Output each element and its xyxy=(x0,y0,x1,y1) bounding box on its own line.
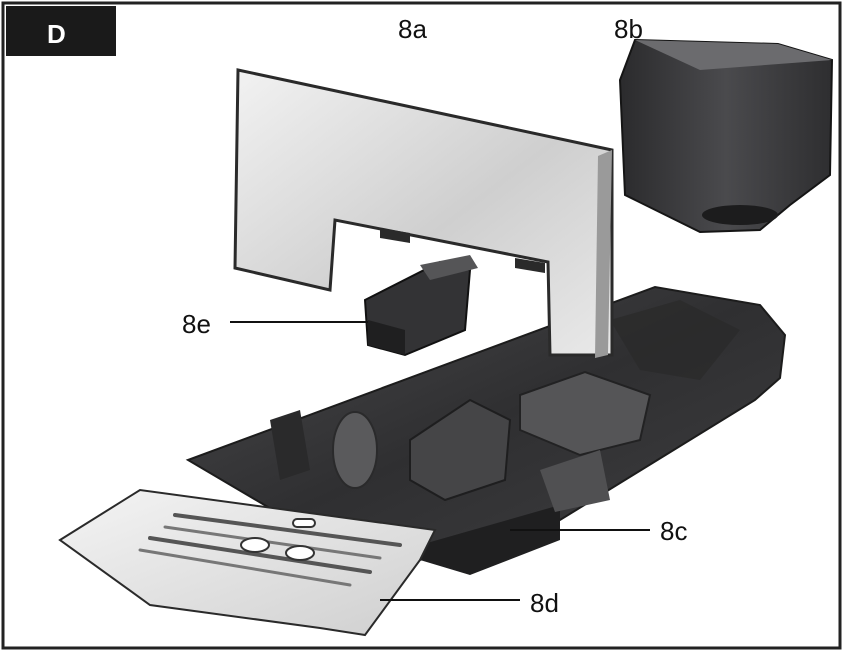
label-8b: 8b xyxy=(614,14,643,44)
water-container-8b xyxy=(618,38,834,234)
drip-tray-8c xyxy=(185,285,787,575)
badge-text: D xyxy=(47,19,66,49)
label-8a: 8a xyxy=(398,14,427,44)
front-panel-8a xyxy=(233,68,614,358)
valve-8e xyxy=(363,255,478,357)
label-8e: 8e xyxy=(182,309,211,339)
drip-grid-8d xyxy=(58,488,437,637)
figure-badge: D xyxy=(6,6,116,56)
label-8d: 8d xyxy=(530,588,559,618)
label-8c: 8c xyxy=(660,516,687,546)
